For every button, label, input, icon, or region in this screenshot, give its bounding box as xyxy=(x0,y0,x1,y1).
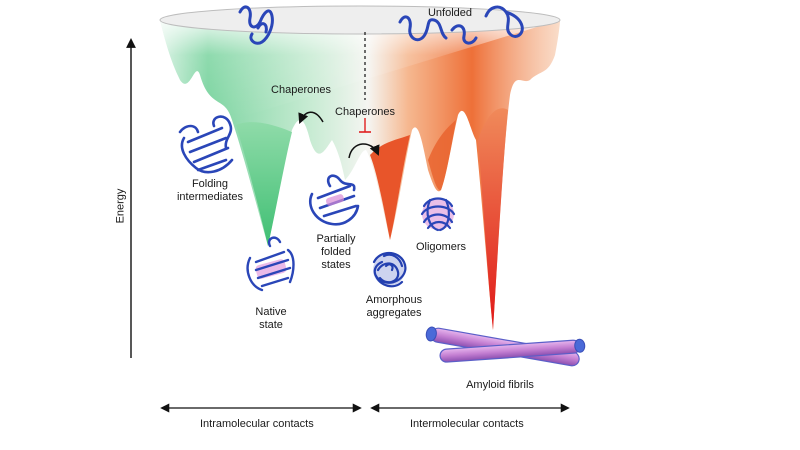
partially-folded-states-label: Partially folded states xyxy=(316,233,356,271)
unfolded-protein-right xyxy=(398,5,524,45)
funnel-rim xyxy=(159,5,561,35)
oligomer-well xyxy=(428,120,456,191)
amorphous-aggregates-label: Amorphous aggregates xyxy=(365,294,423,319)
native-state-label: Native state xyxy=(255,306,287,331)
native-state-protein xyxy=(246,236,295,292)
oligomers-protein xyxy=(420,197,456,232)
amyloid-well xyxy=(478,108,508,330)
chaperones-label-center: Chaperones xyxy=(335,106,395,118)
energy-axis-label: Energy xyxy=(114,188,127,224)
chaperone-inhibition xyxy=(359,118,371,133)
unfolded-label: Unfolded xyxy=(427,7,473,19)
partially-folded-pink xyxy=(325,194,345,206)
chaperone-arrow-left xyxy=(298,111,324,124)
amyloid-fibrils-label: Amyloid fibrils xyxy=(466,379,534,391)
unfolded-protein-left xyxy=(238,5,274,45)
amyloid-fibrils xyxy=(425,326,586,367)
folding-intermediates-protein xyxy=(178,115,234,174)
aggregate-well xyxy=(370,135,410,240)
intramolecular-contacts-label: Intramolecular contacts xyxy=(200,418,314,430)
energy-funnel xyxy=(159,5,561,330)
native-well xyxy=(236,122,292,246)
funnel-highlight xyxy=(160,20,560,120)
intermolecular-contacts-label: Intermolecular contacts xyxy=(410,418,524,430)
chaperone-arrow-center xyxy=(348,143,380,159)
folding-intermediates-label: Folding intermediates xyxy=(176,178,244,203)
amorphous-aggregates-protein xyxy=(372,251,407,288)
chaperones-label-left: Chaperones xyxy=(271,84,331,96)
oligomers-label: Oligomers xyxy=(415,241,467,253)
